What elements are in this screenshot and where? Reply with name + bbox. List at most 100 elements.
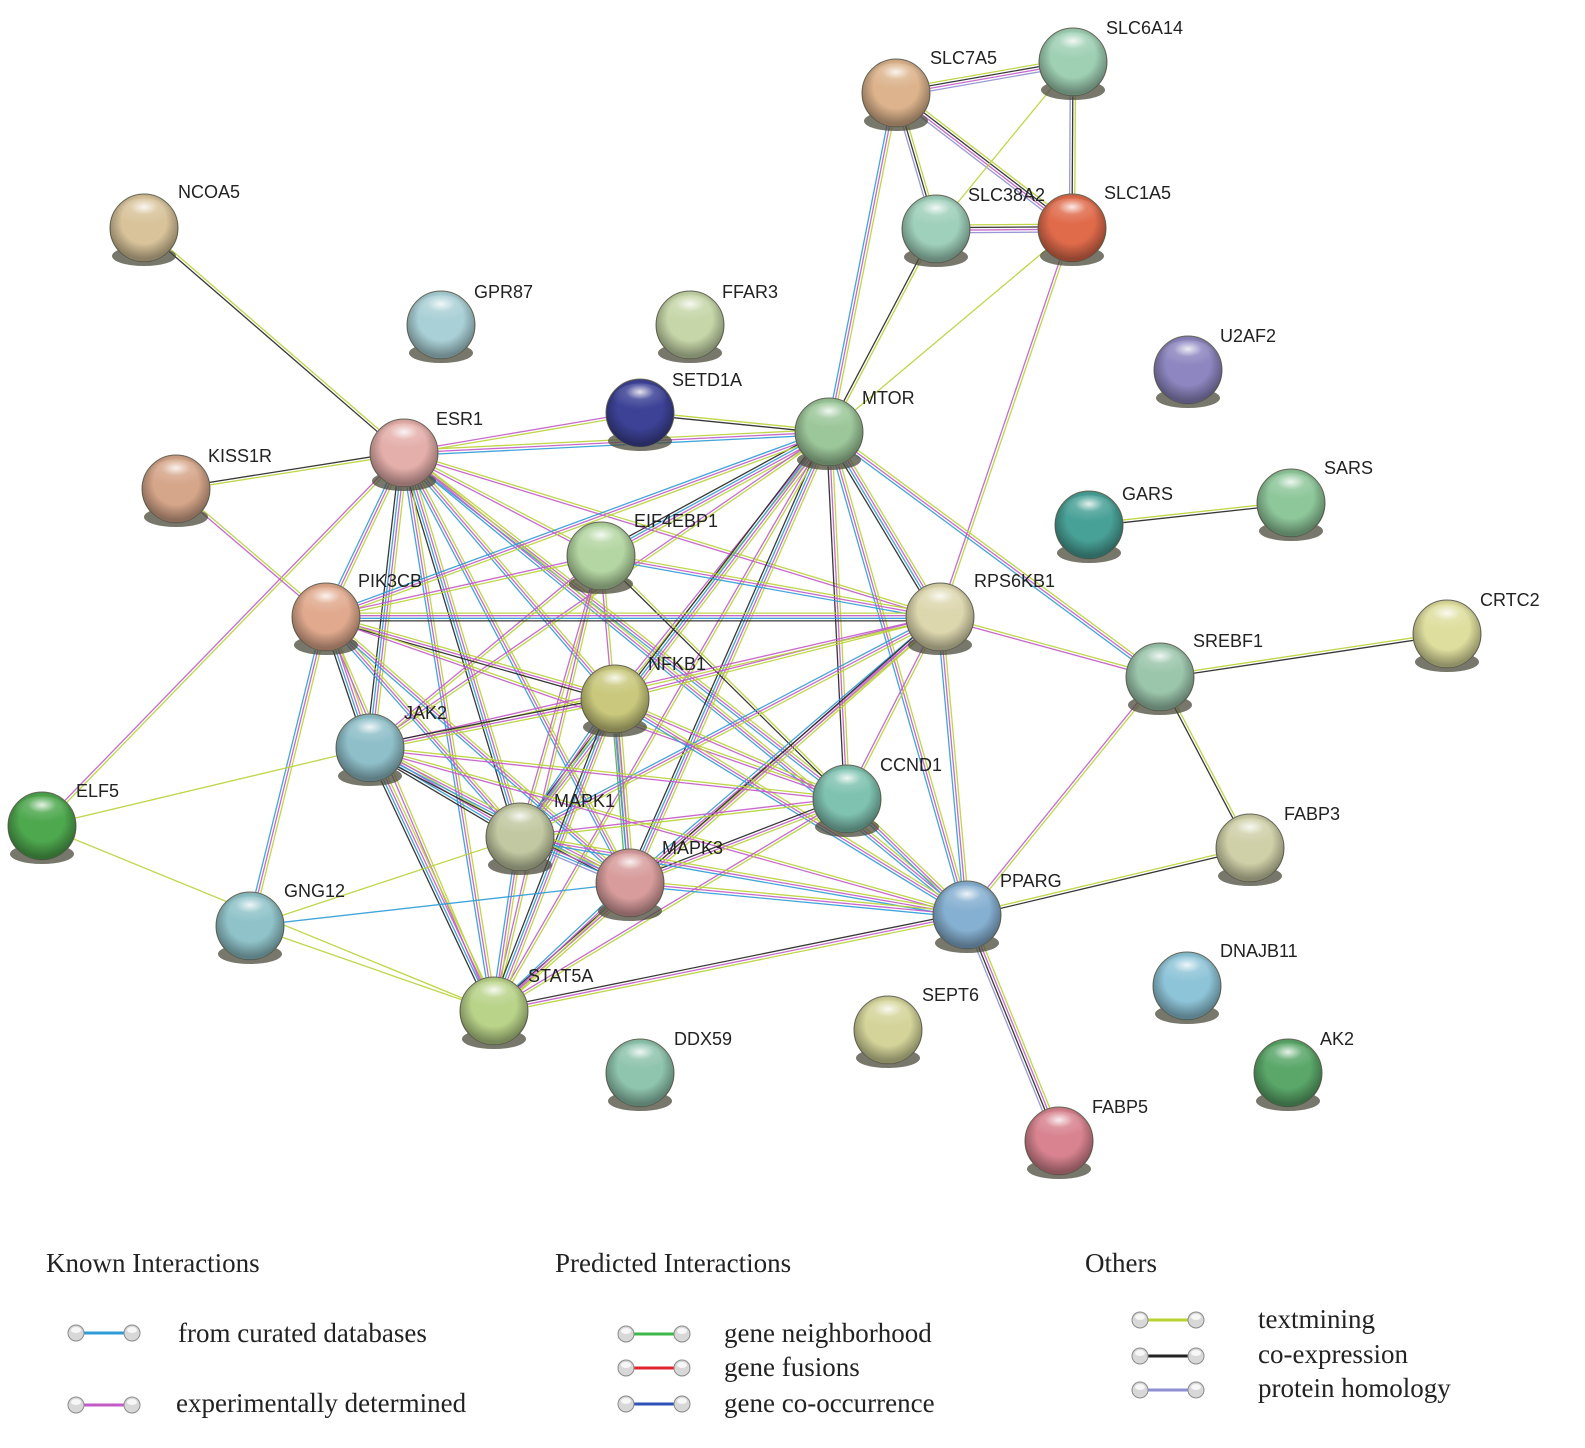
node-sept6[interactable]: SEPT6 — [853, 985, 979, 1068]
node-label: GARS — [1122, 484, 1173, 504]
node-slc7a5[interactable]: SLC7A5 — [861, 48, 997, 131]
edge-line-database — [324, 428, 829, 616]
node-fabp3[interactable]: FABP3 — [1215, 804, 1340, 886]
node-u2af2[interactable]: U2AF2 — [1153, 326, 1276, 408]
node-mtor[interactable]: MTOR — [794, 388, 915, 470]
legend-swatch-ball-highlight — [127, 1399, 137, 1405]
node-highlight — [574, 526, 628, 555]
edge-line-textmining — [249, 836, 521, 927]
legend-heading-predicted: Predicted Interactions — [555, 1248, 791, 1278]
edge-line-textmining — [407, 451, 525, 837]
node-slc38a2[interactable]: SLC38A2 — [901, 185, 1045, 267]
node-setd1a[interactable]: SETD1A — [605, 370, 742, 451]
edge-line-experimental — [370, 747, 496, 1011]
node-mapk3[interactable]: MAPK3 — [595, 838, 723, 921]
edge-line-textmining — [522, 433, 833, 840]
node-label: PIK3CB — [358, 571, 422, 591]
node-sars[interactable]: SARS — [1256, 458, 1373, 541]
node-highlight — [869, 63, 923, 92]
edge-line-textmining — [940, 615, 1161, 677]
node-crtc2[interactable]: CRTC2 — [1412, 590, 1540, 672]
legend-item-homology: protein homology — [1131, 1373, 1451, 1403]
edge-line-coexpression — [325, 618, 615, 703]
edge-line-textmining — [326, 613, 616, 698]
edge-line-textmining — [42, 453, 406, 828]
edge-line-experimental — [369, 698, 616, 749]
edge-line-experimental — [828, 92, 897, 433]
edge-line-textmining — [326, 556, 602, 619]
edge-line-textmining — [326, 433, 831, 621]
edge-CCND1-MAPK3 — [628, 795, 849, 887]
edge-line-coexpression — [625, 430, 827, 882]
node-esr1[interactable]: ESR1 — [369, 409, 483, 491]
legend-item-cooccurrence: gene co-occurrence — [617, 1388, 935, 1418]
edge-MAPK3-PPARG — [629, 879, 968, 919]
node-highlight — [1161, 340, 1215, 369]
node-highlight — [1062, 495, 1116, 524]
edge-line-textmining — [520, 833, 968, 914]
node-rps6kb1[interactable]: RPS6KB1 — [905, 571, 1055, 655]
legend-label-homology: protein homology — [1258, 1373, 1451, 1403]
node-eif4ebp1[interactable]: EIF4EBP1 — [566, 511, 718, 594]
edge-line-textmining — [830, 429, 1162, 676]
edge-line-textmining — [632, 433, 834, 885]
node-ncoa5[interactable]: NCOA5 — [109, 182, 240, 266]
node-gars[interactable]: GARS — [1054, 484, 1173, 563]
node-highlight — [343, 718, 397, 747]
node-kiss1r[interactable]: KISS1R — [141, 446, 272, 527]
edge-line-experimental — [601, 432, 830, 558]
node-slc6a14[interactable]: SLC6A14 — [1038, 18, 1183, 100]
node-highlight — [1264, 473, 1318, 502]
edge-line-coexpression — [896, 91, 1074, 228]
edge-line-experimental — [492, 431, 829, 1011]
edge-line-textmining — [601, 554, 849, 799]
node-highlight — [299, 587, 353, 616]
node-ddx59[interactable]: DDX59 — [605, 1029, 732, 1111]
node-elf5[interactable]: ELF5 — [7, 781, 119, 864]
edge-line-database — [246, 616, 325, 926]
node-gng12[interactable]: GNG12 — [215, 881, 345, 964]
node-stat5a[interactable]: STAT5A — [459, 966, 593, 1049]
edge-line-textmining — [176, 453, 405, 491]
node-pik3cb[interactable]: PIK3CB — [291, 571, 422, 655]
edge-line-textmining — [494, 916, 968, 1015]
legend-swatch-ball-highlight — [71, 1327, 81, 1333]
edge-line-database — [368, 748, 494, 1012]
edge-line-experimental — [368, 554, 601, 748]
node-label: DNAJB11 — [1220, 941, 1298, 961]
edge-line-textmining — [1159, 632, 1447, 677]
edge-line-experimental — [325, 616, 616, 700]
node-label: JAK2 — [404, 703, 447, 723]
node-label: FFAR3 — [722, 282, 778, 302]
edge-line-database — [249, 882, 631, 927]
node-highlight — [1046, 32, 1100, 61]
edge-line-experimental — [629, 882, 968, 916]
edge-line-textmining — [520, 618, 942, 840]
node-gpr87[interactable]: GPR87 — [406, 282, 533, 363]
edge-line-database — [628, 431, 829, 883]
node-mapk1[interactable]: MAPK1 — [485, 791, 615, 875]
node-ccnd1[interactable]: CCND1 — [812, 755, 942, 837]
node-dnajb11[interactable]: DNAJB11 — [1152, 941, 1298, 1024]
edge-line-experimental — [403, 452, 968, 916]
node-srebf1[interactable]: SREBF1 — [1125, 631, 1263, 715]
legend-label-neighborhood: gene neighborhood — [724, 1318, 932, 1348]
edge-line-experimental — [939, 617, 1160, 679]
node-label: SEPT6 — [922, 985, 979, 1005]
node-ffar3[interactable]: FFAR3 — [655, 282, 778, 363]
node-pparg[interactable]: PPARG — [932, 871, 1062, 953]
edge-SLC7A5-MTOR — [825, 92, 900, 433]
edge-NFKB1-JAK2 — [369, 695, 616, 752]
edge-line-experimental — [403, 453, 940, 619]
node-slc1a5[interactable]: SLC1A5 — [1037, 183, 1171, 266]
edge-line-experimental — [325, 554, 601, 617]
node-nfkb1[interactable]: NFKB1 — [580, 654, 706, 737]
edge-line-coexpression — [365, 749, 492, 1013]
edge-line-textmining — [251, 617, 330, 927]
edge-EIF4EBP1-CCND1 — [599, 554, 849, 801]
node-fabp5[interactable]: FABP5 — [1024, 1097, 1148, 1179]
edge-line-coexpression — [967, 848, 1251, 917]
node-ak2[interactable]: AK2 — [1253, 1029, 1354, 1111]
edge-line-coexpression — [493, 911, 967, 1010]
node-jak2[interactable]: JAK2 — [335, 703, 447, 786]
